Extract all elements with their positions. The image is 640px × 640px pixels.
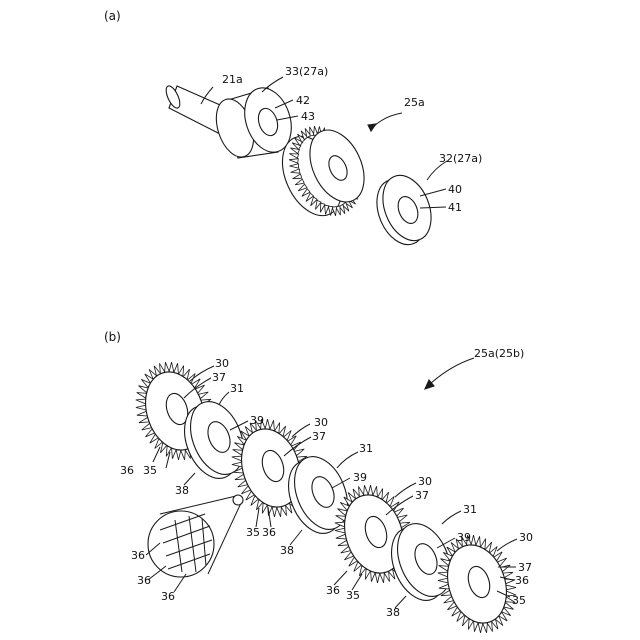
label-spacer3-body: 31 [463,503,477,516]
bristle-tooth [272,507,277,517]
label-disc4-body: 30 [519,531,533,544]
bristle-tooth [136,399,146,404]
bristle-tooth [364,485,369,495]
bristle-tooth [277,507,282,517]
label-disc1-bore: 37 [212,371,226,384]
label-disc2-bore: 37 [312,430,326,443]
label-disc2-body: 30 [314,416,328,429]
bristle-tooth [380,573,385,583]
label-disc3-body: 30 [418,475,432,488]
bristle-tooth [137,411,147,416]
label-detail-bristle-2: 36 [137,574,151,587]
label-disc4-bristle: 36 [515,574,529,587]
label-disc4-base: 35 [512,594,526,607]
label-spacer2-bore: 39 [353,471,367,484]
label-assembly-b: 25a(25b) [474,347,524,360]
label-assembly: 25a [404,96,425,109]
bristle-tooth [265,419,270,429]
label-disc3-base: 35 [346,589,360,602]
label-detail-bristle-3: 36 [161,590,175,603]
panel-b-caption: (b) [104,330,121,344]
label-disc1-bristle: 36 [120,464,134,477]
label-right-disc: 32(27a) [439,152,482,165]
label-shaft: 21a [222,73,243,86]
right-end-disc-32 [368,168,440,252]
label-disc3-bore: 37 [415,489,429,502]
bristle-tooth [169,362,174,372]
bristle-tooth [478,623,483,633]
label-spacer1-bore: 39 [250,414,264,427]
bristle-detail-magnifier [148,495,243,577]
assembly-arrow-b [425,358,474,389]
bristle-tooth [181,450,186,460]
label-right-disc-bore: 41 [448,201,462,214]
bristle-tooth [336,534,346,539]
label-left-disc-face: 42 [296,94,310,107]
bristle-tooth [176,450,181,460]
bristle-tooth [368,485,373,495]
label-disc2-base: 35 [246,526,260,539]
label-spacer3-bore: 39 [457,531,471,544]
label-spacer2-face: 38 [280,544,294,557]
label-disc3-bristle: 36 [326,584,340,597]
label-disc2-bristle: 36 [262,526,276,539]
bristle-tooth [137,393,147,398]
label-detail-bristle-1: 36 [131,549,145,562]
label-left-disc-bore: 43 [301,110,315,123]
label-spacer1-face: 38 [175,484,189,497]
label-spacer3-face: 38 [386,606,400,619]
panel-a-caption: (a) [104,9,121,23]
bristle-tooth [165,362,170,372]
label-disc4-bore: 37 [518,561,532,574]
bristle-tooth [335,528,345,533]
bristle-tooth [136,405,146,410]
label-right-disc-face: 40 [448,183,462,196]
label-disc1-body: 30 [215,357,229,370]
bristle-tooth [483,623,488,633]
label-disc1-base: 35 [143,464,157,477]
label-left-disc: 33(27a) [285,65,328,78]
bristle-tooth [471,535,476,545]
bristle-tooth [375,573,380,583]
bristle-disc-4 [438,535,516,633]
label-spacer2-body: 31 [359,442,373,455]
label-spacer1-body: 31 [230,382,244,395]
